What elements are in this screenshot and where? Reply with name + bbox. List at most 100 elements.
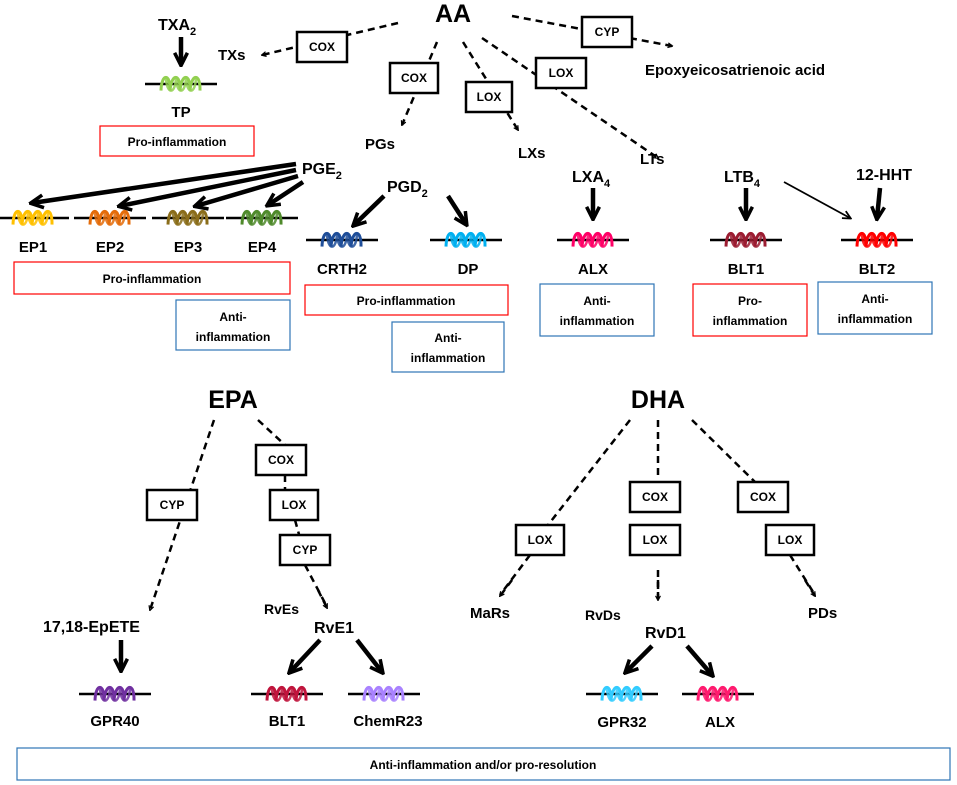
- effect-blt1-pro-line1: Pro-: [738, 294, 762, 308]
- effect-box-ep4: [175, 299, 291, 351]
- svg-text:LOX: LOX: [778, 533, 803, 547]
- arrow-aa-to-pgs: [402, 41, 439, 125]
- receptor-tp: [145, 75, 217, 92]
- receptor-label-dp: DP: [458, 261, 479, 278]
- effect-box-pgd2: [304, 284, 509, 316]
- receptor-label-ep3: EP3: [174, 239, 202, 256]
- receptor-label-crth2: CRTH2: [317, 261, 367, 278]
- svg-text:LOX: LOX: [282, 498, 307, 512]
- enzyme-cox-rve: COX: [254, 443, 308, 477]
- svg-text:CYP: CYP: [595, 25, 620, 39]
- svg-text:LOX: LOX: [643, 533, 668, 547]
- product-epoxyeicosatrienoic-acid: Epoxyeicosatrienoic acid: [645, 62, 825, 79]
- ligand-rves: RvEs: [264, 601, 299, 617]
- receptor-helix-back: [270, 687, 304, 702]
- effect-pgd2-pro-inflammation: Pro-inflammation: [357, 294, 456, 308]
- receptor-label-alx: ALX: [578, 261, 608, 278]
- arrow-hht-to-blt2: [877, 187, 880, 218]
- svg-text:COX: COX: [309, 40, 335, 54]
- receptor-alx: [557, 231, 629, 248]
- svg-text:CYP: CYP: [293, 543, 318, 557]
- enzyme-lox-rve: LOX: [268, 488, 320, 522]
- svg-text:COX: COX: [642, 490, 668, 504]
- receptor-ep3: [152, 209, 224, 226]
- enzyme-cox-rvds: COX: [628, 480, 682, 514]
- product-lts: LTs: [640, 151, 664, 168]
- receptor-helix-back: [171, 211, 205, 226]
- arrow-dha-to-mars: [499, 419, 631, 596]
- ligand-rve1: RvE1: [314, 620, 354, 637]
- receptor-helix-back: [729, 233, 763, 248]
- receptor-helix-back: [325, 233, 359, 248]
- receptor-crth2: [306, 231, 378, 248]
- effect-box-tp: [99, 125, 255, 157]
- arrow-dha-to-pds: [691, 419, 817, 596]
- receptor-blt1: [710, 231, 782, 248]
- receptor-helix-back: [93, 211, 127, 226]
- enzyme-cyp-epoxy: CYP: [580, 15, 634, 49]
- product-lxs: LXs: [518, 145, 546, 162]
- svg-text:LOX: LOX: [549, 66, 574, 80]
- receptor-helix-back: [98, 687, 132, 702]
- receptor-label-gpr32: GPR32: [597, 714, 646, 731]
- enzyme-lox-lxs: LOX: [464, 80, 514, 114]
- arrow-pge2-to-ep2: [120, 167, 297, 206]
- enzyme-cyp-rve: CYP: [278, 533, 332, 567]
- source-epa: EPA: [208, 386, 258, 414]
- enzyme-lox-mars: LOX: [514, 523, 566, 557]
- svg-text:COX: COX: [750, 490, 776, 504]
- effect-blt2-anti-line2: inflammation: [838, 312, 913, 326]
- arrow-pgd2-to-crth2: [354, 194, 386, 225]
- effect-box-alx: [539, 283, 655, 337]
- receptor-chemr23: [348, 685, 420, 702]
- receptor-helix-back: [164, 77, 198, 92]
- receptor-helix-back: [860, 233, 894, 248]
- receptor-gpr32: [586, 685, 658, 702]
- receptor-helix-back: [16, 211, 50, 226]
- arrow-epa-to-rve1: [257, 419, 328, 606]
- receptor-label-chemr23: ChemR23: [353, 713, 422, 730]
- receptor-helix-back: [449, 233, 483, 248]
- ligand-rvd1: RvD1: [645, 625, 686, 642]
- arrow-rvd1-to-gpr32: [626, 644, 654, 672]
- ligand-ltb4: LTB4: [724, 169, 761, 190]
- effect-alx-anti-line1: Anti-: [583, 294, 610, 308]
- ligand-12-hht: 12-HHT: [856, 167, 912, 184]
- receptor-ep4: [226, 209, 298, 226]
- arrow-ltb4-to-blt2: [783, 181, 850, 218]
- effect-blt1-pro-line2: inflammation: [713, 314, 788, 328]
- source-aa: AA: [435, 0, 471, 28]
- arrow-dha-to-pds-head: [803, 579, 817, 596]
- svg-text:CYP: CYP: [160, 498, 185, 512]
- svg-text:COX: COX: [268, 453, 294, 467]
- product-txs: TXs: [218, 47, 246, 64]
- effect-dp-anti-line2: inflammation: [411, 351, 486, 365]
- receptor-alx-dha: [682, 685, 754, 702]
- receptor-gpr40: [79, 685, 151, 702]
- receptor-helix-back: [245, 211, 279, 226]
- arrow-aa-to-epoxy: [511, 14, 672, 46]
- enzyme-lox-rvds: LOX: [628, 523, 682, 557]
- receptor-ep1: [0, 209, 69, 226]
- receptor-label-blt2: BLT2: [859, 261, 895, 278]
- effect-ep4-anti-line1: Anti-: [219, 310, 246, 324]
- ligand-pgd2: PGD2: [387, 179, 428, 200]
- receptor-label-blt1-epa: BLT1: [269, 713, 305, 730]
- receptor-label-tp: TP: [171, 104, 190, 121]
- receptor-label-alx-dha: ALX: [705, 714, 735, 731]
- receptor-helix-back: [701, 687, 735, 702]
- receptor-helix-back: [605, 687, 639, 702]
- effect-blt2-anti-line1: Anti-: [861, 292, 888, 306]
- receptor-label-ep2: EP2: [96, 239, 124, 256]
- receptor-dp: [430, 231, 502, 248]
- svg-text:COX: COX: [401, 71, 427, 85]
- product-pgs: PGs: [365, 136, 395, 153]
- receptor-helix-back: [576, 233, 610, 248]
- ligand-lxa4: LXA4: [572, 169, 611, 190]
- svg-text:LOX: LOX: [477, 90, 502, 104]
- receptor-helix-back: [367, 687, 401, 702]
- receptor-ep2: [74, 209, 146, 226]
- effect-tp-pro-inflammation: Pro-inflammation: [128, 135, 227, 149]
- enzyme-cox-pgs: COX: [388, 61, 440, 95]
